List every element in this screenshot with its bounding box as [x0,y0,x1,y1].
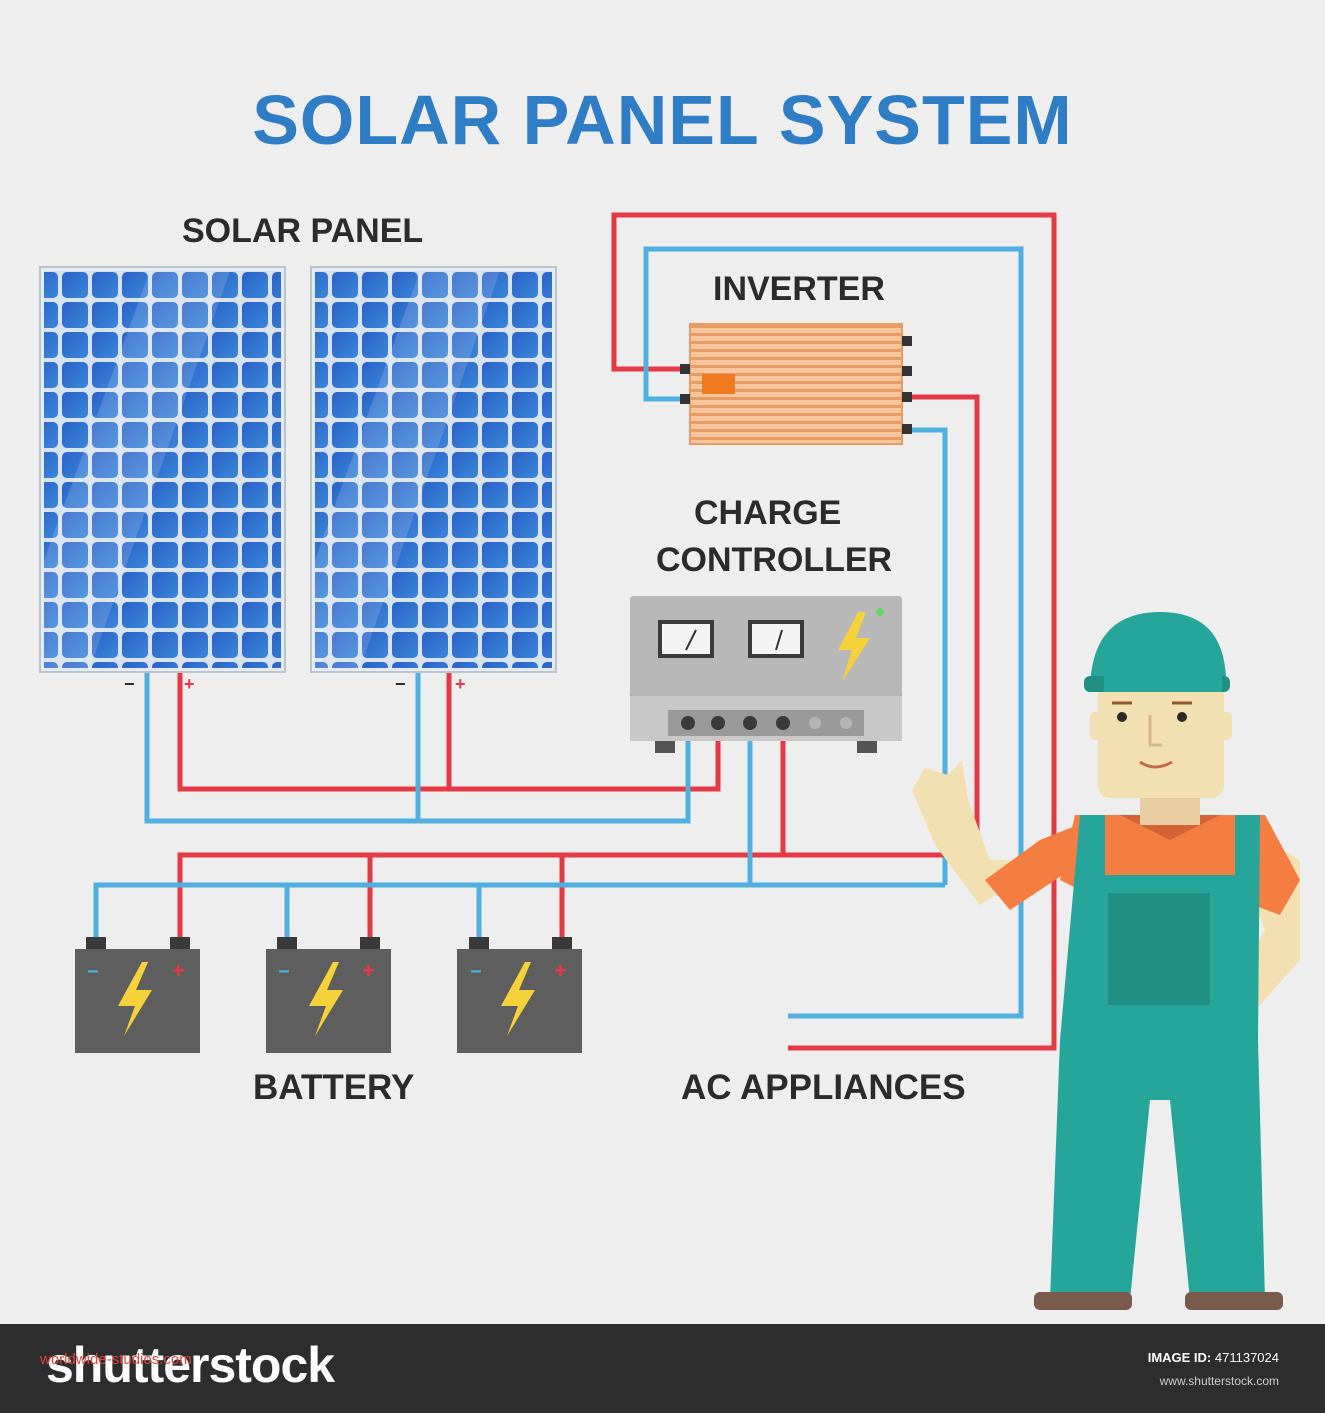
battery-negative-bus [93,728,945,937]
panel1-negative-mark: − [124,674,135,694]
battery3-positive-mark: + [554,958,567,983]
terminal-marks: − + − + − + − + − + [87,674,567,983]
solar-panel-1 [39,266,286,673]
battery2-positive-mark: + [362,958,375,983]
inverter-negative-wire [643,246,1024,1019]
battery3-negative-mark: − [470,961,482,983]
solar-panel-2 [310,266,557,673]
charge-controller-label-line1: CHARGE [694,494,842,532]
footer-url: www.shutterstock.com [1159,1374,1279,1388]
battery1-positive-mark: + [172,958,185,983]
ac-appliances-label: AC APPLIANCES [681,1068,966,1107]
image-id: IMAGE ID: 471137024 [1148,1350,1279,1365]
inverter-label: INVERTER [713,270,885,308]
battery2-negative-mark: − [278,961,290,983]
image-id-label: IMAGE ID: [1147,1350,1212,1365]
panel2-negative-mark: − [395,674,406,694]
battery-2 [266,937,391,1053]
panel2-positive-mark: + [455,674,466,694]
solar-panel-label: SOLAR PANEL [182,212,424,250]
battery-1 [75,937,200,1053]
inverter-out-negative [906,427,948,885]
inverter-out-positive [906,394,980,855]
page-title: SOLAR PANEL SYSTEM [252,81,1073,159]
controller-bolt-icon [838,612,870,682]
charge-controller-label-line2: CONTROLLER [656,541,893,579]
battery-positive-bus [177,728,977,937]
site-watermark: worldwide-studios.com [40,1351,192,1368]
meter-gauge-2 [748,620,804,658]
image-id-value: 471137024 [1214,1350,1279,1365]
inverter-box [680,323,912,445]
worker-illustration [912,612,1300,1310]
inverter-positive-wire [611,212,1057,1051]
footer-bar: shutterstock worldwide-studios.com IMAGE… [0,1324,1325,1413]
battery-label: BATTERY [253,1068,415,1107]
charge-controller-box [630,596,902,753]
meter-gauge-1 [658,620,714,658]
shutterstock-logo: shutterstock [46,1337,335,1393]
wiring [93,212,1057,1051]
battery1-negative-mark: − [87,961,99,983]
panel1-positive-mark: + [184,674,195,694]
battery-3 [457,937,582,1053]
